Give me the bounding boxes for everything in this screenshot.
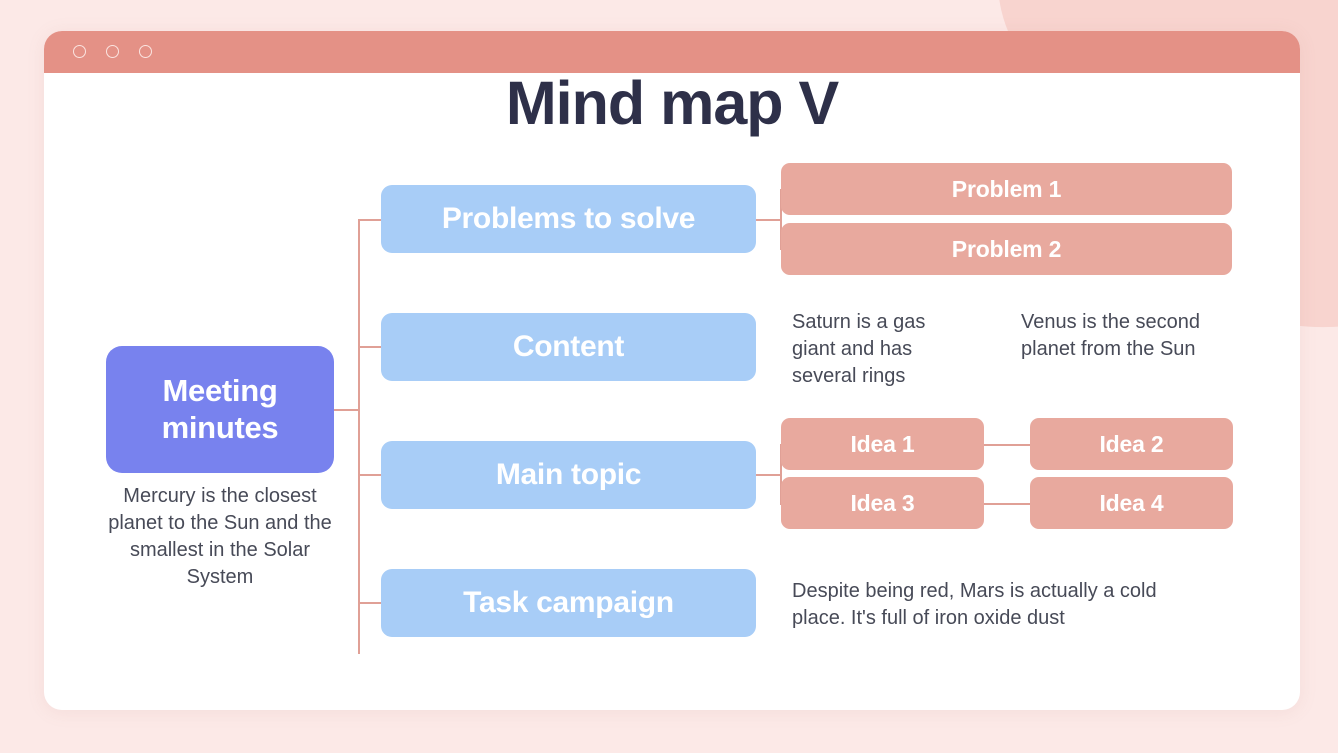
connector-idea-1-to-idea-2	[984, 444, 1032, 446]
node-meeting-minutes[interactable]: Meeting minutes	[106, 346, 334, 473]
node-content[interactable]: Content	[381, 313, 756, 381]
node-idea-1[interactable]: Idea 1	[781, 418, 984, 470]
note-mercury: Mercury is the closest planet to the Sun…	[108, 485, 332, 588]
window-close-dot-icon[interactable]	[73, 45, 86, 58]
node-problem-1[interactable]: Problem 1	[781, 163, 1232, 215]
page-title: Mind map V	[505, 69, 839, 137]
node-idea-4[interactable]: Idea 4	[1030, 477, 1233, 529]
connector-problems-fork	[780, 189, 782, 249]
connector-problems-stub	[756, 219, 782, 221]
connector-trunk	[358, 219, 360, 654]
node-task-campaign[interactable]: Task campaign	[381, 569, 756, 637]
connector-trunk-to-task-campaign	[358, 602, 385, 604]
window-minimize-dot-icon[interactable]	[106, 45, 119, 58]
note-saturn: Saturn is a gas giant and has several ri…	[792, 311, 926, 387]
node-idea-3[interactable]: Idea 3	[781, 477, 984, 529]
connector-center-stub	[332, 409, 360, 411]
connector-main-topic-fork	[780, 444, 782, 504]
window-title-bar	[44, 31, 1300, 73]
note-mars: Despite being red, Mars is actually a co…	[792, 580, 1157, 629]
mind-map-canvas: Meeting minutes Mercury is the closest p…	[44, 73, 1300, 710]
node-main-topic[interactable]: Main topic	[381, 441, 756, 509]
node-idea-2[interactable]: Idea 2	[1030, 418, 1233, 470]
connector-idea-3-to-idea-4	[984, 503, 1032, 505]
slide-card: Mind map V Meeting minutes Mercury is th…	[44, 31, 1300, 710]
connector-trunk-to-content	[358, 346, 385, 348]
note-venus: Venus is the second planet from the Sun	[1021, 311, 1201, 360]
connector-main-topic-stub	[756, 474, 782, 476]
node-problems-to-solve[interactable]: Problems to solve	[381, 185, 756, 253]
connector-trunk-to-main-topic	[358, 474, 385, 476]
node-problem-2[interactable]: Problem 2	[781, 223, 1232, 275]
window-maximize-dot-icon[interactable]	[139, 45, 152, 58]
connector-trunk-to-problems	[358, 219, 385, 221]
